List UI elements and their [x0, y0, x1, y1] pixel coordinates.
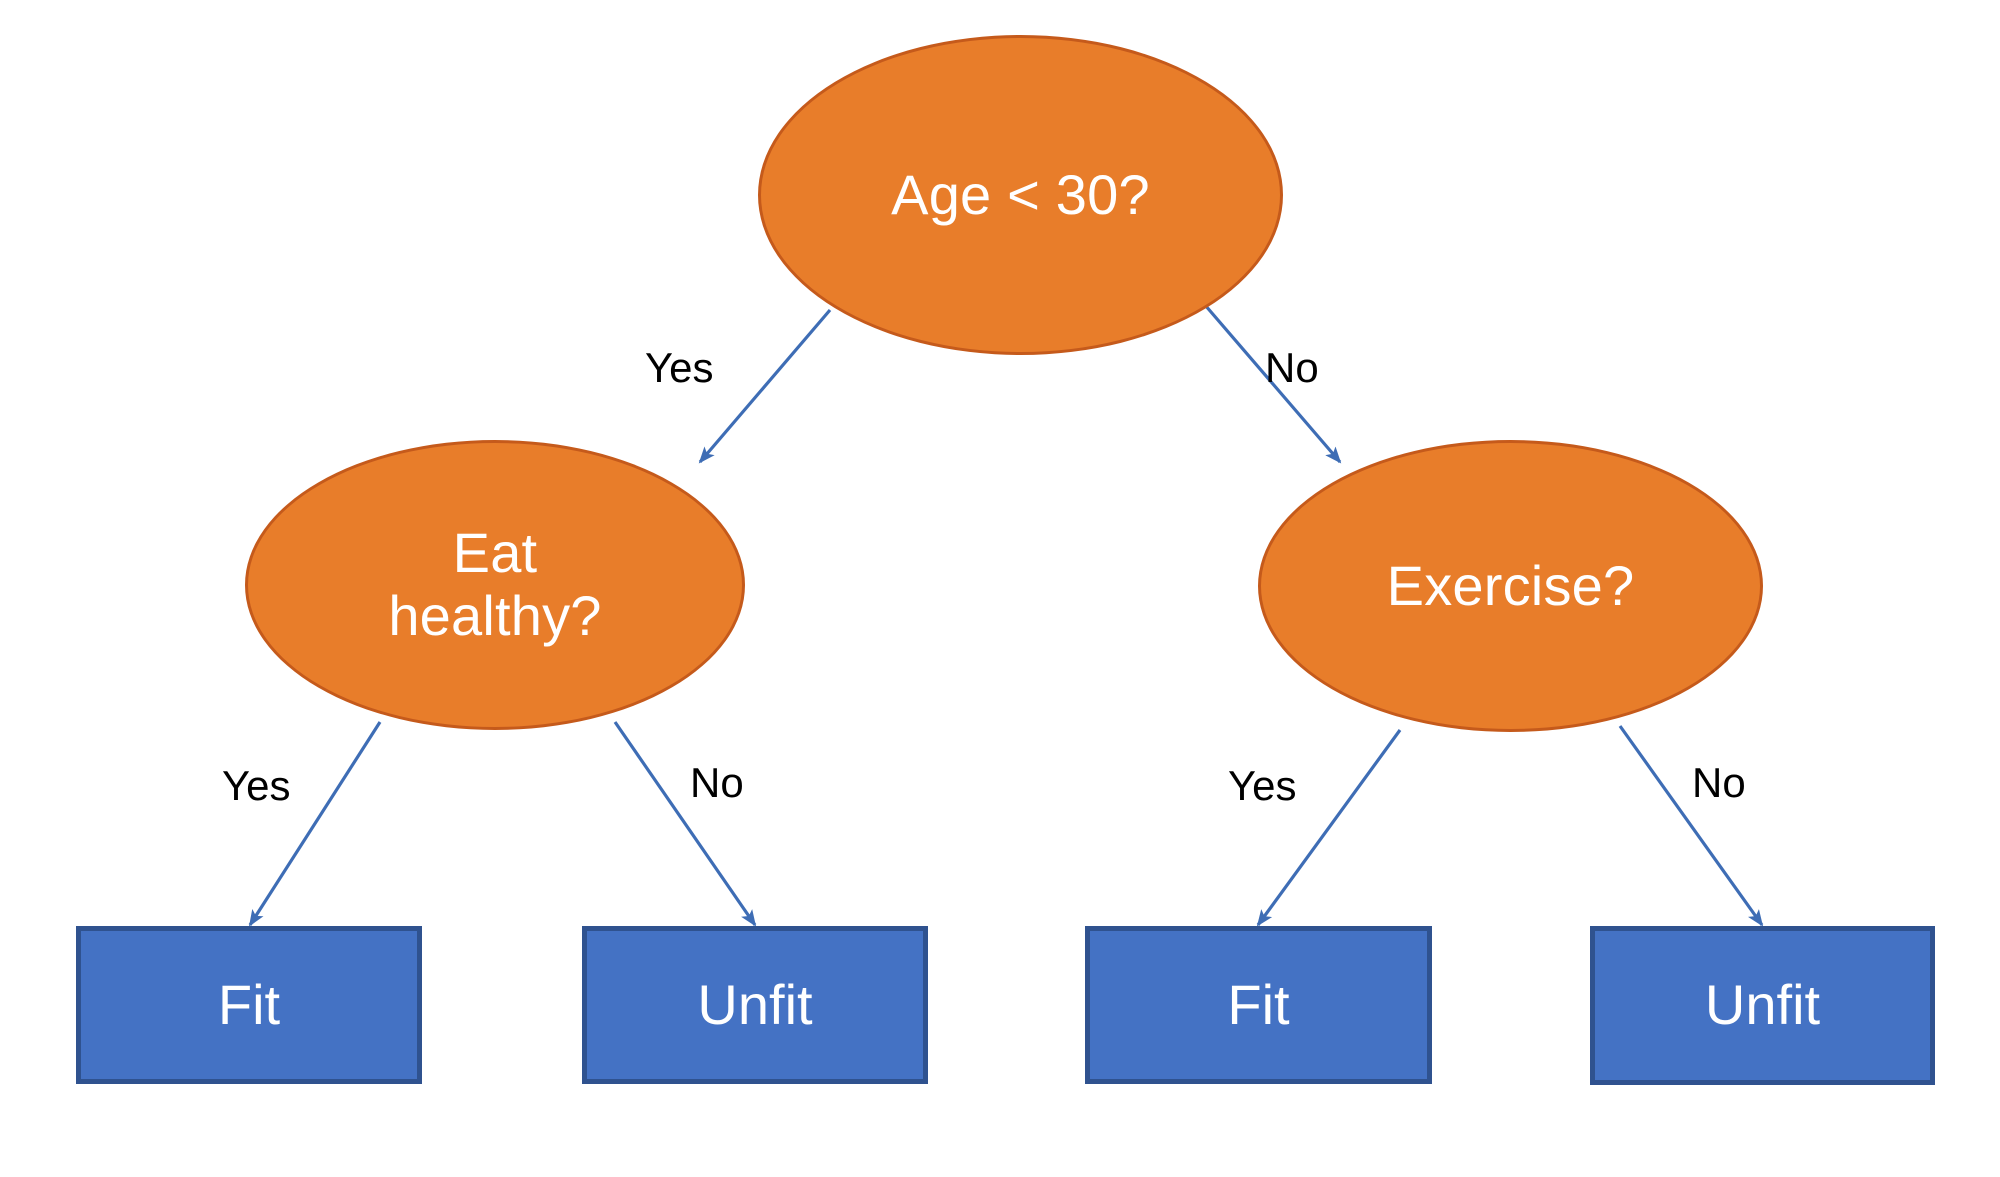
node-eat-healthy-label: Eat healthy?: [388, 521, 602, 647]
node-root[interactable]: Age < 30?: [758, 35, 1283, 355]
edge-label-exercise-no: No: [1692, 759, 1746, 806]
node-leaf-unfit-2[interactable]: Unfit: [1590, 926, 1935, 1085]
node-leaf-fit-1[interactable]: Fit: [76, 926, 422, 1084]
e-ex-unfit: [1618, 725, 1764, 927]
node-exercise[interactable]: Exercise?: [1258, 440, 1763, 732]
node-leaf-fit-2[interactable]: Fit: [1085, 926, 1432, 1084]
node-leaf-fit-2-label: Fit: [1227, 972, 1290, 1036]
e-ex-fit: [1256, 729, 1402, 927]
node-leaf-unfit-2-label: Unfit: [1704, 973, 1821, 1037]
node-exercise-label: Exercise?: [1386, 553, 1635, 617]
e-eat-unfit: [613, 721, 757, 927]
node-leaf-unfit-1[interactable]: Unfit: [582, 926, 928, 1084]
edge-label-exercise-yes: Yes: [1228, 762, 1297, 809]
edge-label-eat-no: No: [690, 759, 744, 806]
node-leaf-fit-1-label: Fit: [217, 972, 281, 1036]
edge-label-root-no: No: [1265, 344, 1319, 391]
edge-label-eat-yes: Yes: [222, 762, 291, 809]
e-root-eat: [698, 308, 832, 464]
node-leaf-unfit-1-label: Unfit: [697, 972, 813, 1036]
node-root-label: Age < 30?: [891, 162, 1150, 226]
e-eat-fit: [248, 721, 382, 927]
edge-label-root-yes: Yes: [645, 344, 714, 391]
node-eat-healthy[interactable]: Eat healthy?: [245, 440, 745, 730]
